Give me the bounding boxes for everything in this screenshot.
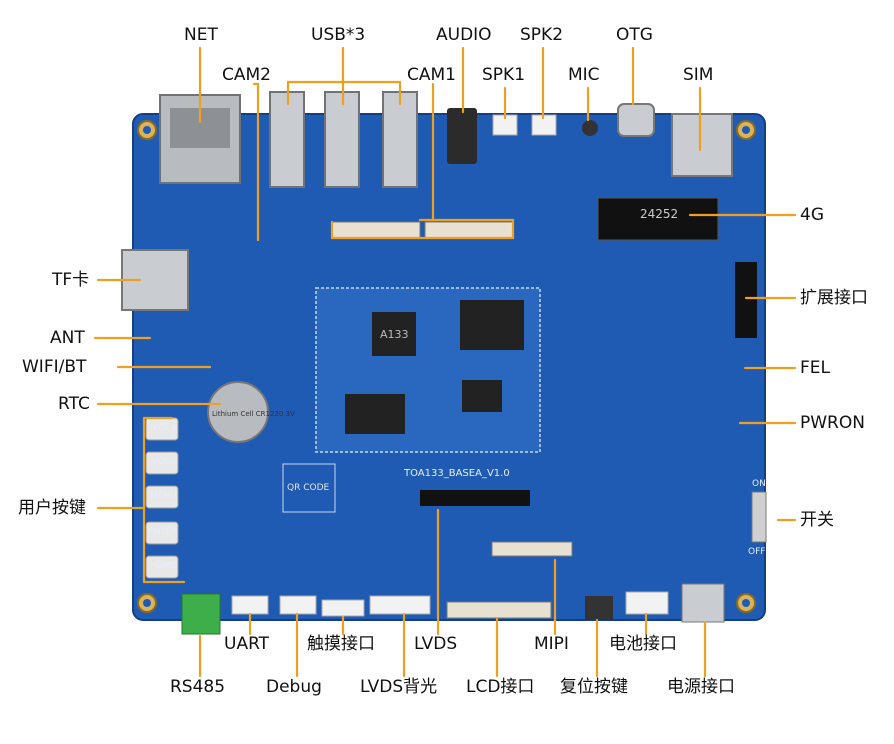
label-tf: TF卡 [52,270,90,290]
power-jack [681,583,725,623]
label-net: NET [184,25,218,45]
silk-on: ON [752,479,766,489]
debug-connector [279,595,317,615]
label-fel: FEL [800,358,830,378]
lvds-bl-connector [369,595,431,615]
label-lvds-bl: LVDS背光 [360,677,438,697]
lcd-connector [446,601,552,619]
label-uart: UART [224,634,270,654]
usb-connectors [269,91,418,188]
label-battery: 电池接口 [609,634,677,654]
label-wifi: WIFI/BT [22,357,87,377]
rtc-battery [207,381,269,443]
mounting-holes [137,120,756,613]
label-reset: 复位按键 [560,677,628,697]
sim-slot [671,113,733,177]
qr-area [282,463,336,513]
silk-home: HOME [150,561,178,571]
label-pwron: PWRON [800,413,865,433]
label-spk1: SPK1 [482,65,526,85]
silk-off: OFF [748,547,766,557]
label-cam2: CAM2 [222,65,271,85]
label-mic: MIC [568,65,600,85]
otg-connector [617,103,655,137]
cam2-connector [331,221,421,239]
reset-button [585,596,613,620]
board-title: TOA133_BASEA_V1.0 [403,468,510,479]
pin-header [420,490,530,506]
battery-connector [625,591,669,615]
expansion-header [735,262,757,338]
silk-menu: MENU [150,491,177,501]
silk-vol-minus: VOL- [152,457,174,467]
label-spk2: SPK2 [520,25,564,45]
silk-enter: ENTER [148,527,178,537]
label-touch: 触摸接口 [307,634,375,654]
label-debug: Debug [266,677,322,697]
silk-vol-plus: VOL+ [152,423,178,433]
label-ant: ANT [50,328,85,348]
sim-chip-text: 24252 [640,207,678,221]
user-buttons [145,417,179,579]
soc-chip [372,312,416,356]
label-rs485: RS485 [170,677,226,697]
label-switch: 开关 [800,510,834,530]
leader-lines [93,46,797,678]
4g-slot [597,197,719,241]
label-lvds: LVDS [414,634,458,654]
label-keys: 用户按键 [18,498,86,518]
audio-jack [447,108,477,164]
label-rtc: RTC [58,394,90,414]
qr-text: QR CODE [287,483,329,493]
power-switch [751,491,767,543]
touch-connector [321,599,365,617]
label-cam1: CAM1 [407,65,456,85]
label-sim: SIM [683,65,714,85]
mipi-connector [491,541,573,557]
label-ext: 扩展接口 [800,288,868,308]
soc-chip-text: A133 [380,328,409,341]
rtc-battery-text: Lithium Cell CR1220 3V [212,410,295,418]
label-4g: 4G [800,205,824,225]
mic-component [582,120,598,136]
label-mipi: MIPI [534,634,569,654]
label-audio: AUDIO [436,25,492,45]
label-otg: OTG [616,25,653,45]
cam1-connector [424,221,514,239]
label-lcd: LCD接口 [466,677,535,697]
uart-connector [231,595,269,615]
rs485-connector [181,593,221,635]
label-power: 电源接口 [667,677,735,697]
label-usb: USB*3 [311,25,366,45]
